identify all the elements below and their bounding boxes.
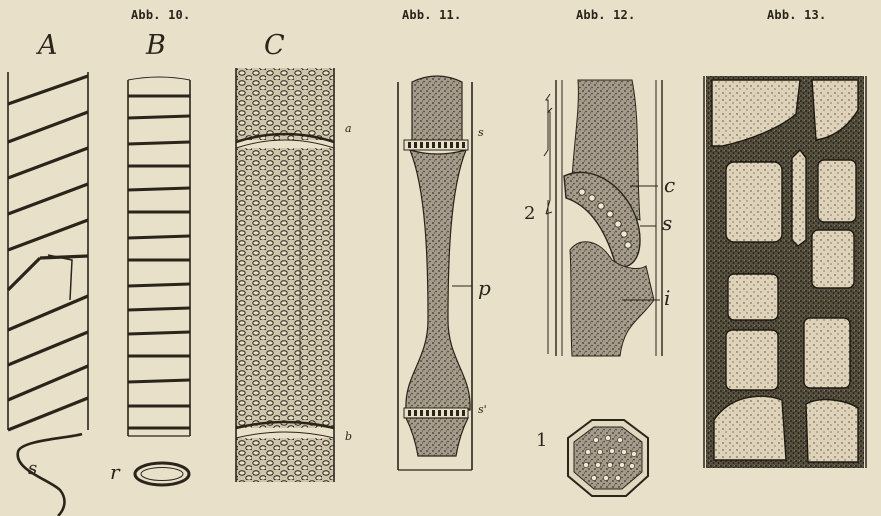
label-r-ring: r xyxy=(110,462,120,482)
label-2-longitudinal: 2 xyxy=(524,205,535,223)
label-b-vessel: b xyxy=(345,431,352,442)
label-s-sieve-top: s xyxy=(478,127,484,138)
panel-letter-c: C xyxy=(264,30,285,61)
figure-12-sieve-plate-detail xyxy=(544,80,662,496)
label-1-cross-section: 1 xyxy=(536,432,547,450)
label-a-vessel: a xyxy=(345,123,352,134)
caption-abb-13: Abb. 13. xyxy=(767,8,826,22)
figure-10c-pitted-vessel xyxy=(236,68,334,482)
panel-letter-a: A xyxy=(38,30,58,61)
figure-13-thick-walled-cells xyxy=(704,76,866,468)
caption-abb-11: Abb. 11. xyxy=(402,8,461,22)
label-s-spiral: s xyxy=(28,460,37,478)
label-c-callus: c xyxy=(664,175,675,195)
figure-10b-annular-vessel xyxy=(128,77,190,485)
label-s-sieve-bottom: s' xyxy=(478,404,487,415)
panel-letter-b: B xyxy=(146,30,166,61)
label-i-interior: i xyxy=(664,288,670,308)
figure-10a-spiral-vessel xyxy=(8,72,88,516)
figure-11-sieve-tube xyxy=(398,76,472,470)
label-s-sieve-plate: s xyxy=(662,213,672,233)
caption-abb-12: Abb. 12. xyxy=(576,8,635,22)
label-p-protoplasm: p xyxy=(478,278,491,298)
caption-abb-10: Abb. 10. xyxy=(131,8,190,22)
